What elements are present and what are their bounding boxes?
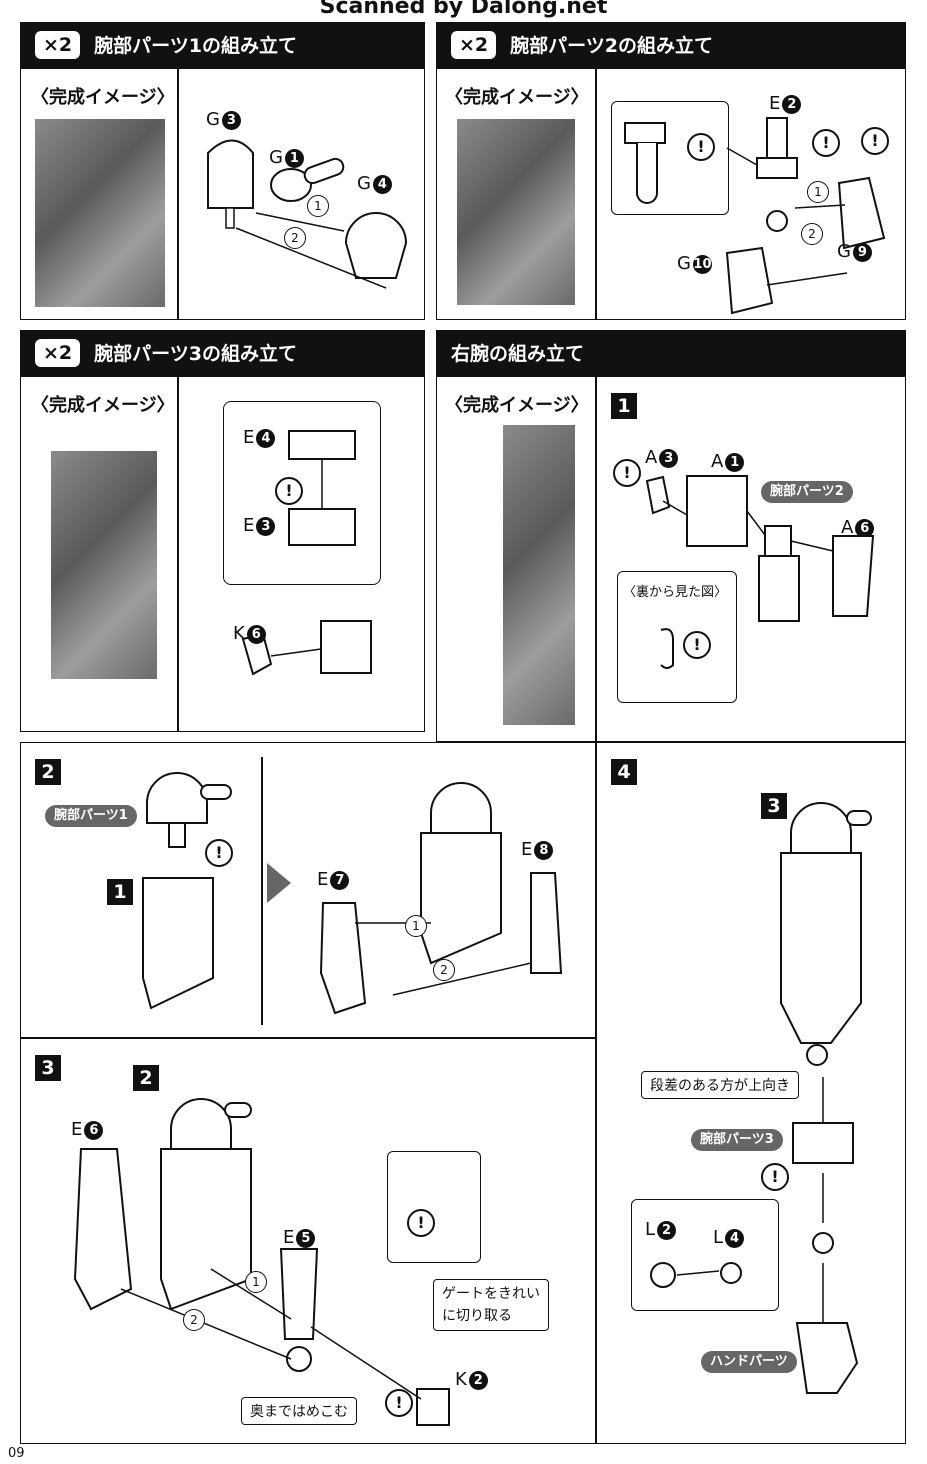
part-pill-arm-part-2: 腕部パーツ2	[761, 481, 853, 503]
l-parts-diagram	[650, 1262, 742, 1288]
warning-icon: !	[761, 1163, 789, 1191]
page-number: 09	[8, 1446, 25, 1461]
section-header: 右腕の組み立て	[437, 331, 905, 377]
quantity-badge: ×2	[35, 338, 81, 367]
push-in-note: 奥まではめこむ	[241, 1397, 357, 1425]
step4-diagram	[780, 802, 872, 1394]
divider	[261, 757, 263, 1025]
section-title: 腕部パーツ1の組み立て	[94, 35, 297, 57]
warning-icon: !	[683, 631, 711, 659]
quantity-badge: ×2	[35, 30, 81, 59]
detail-callout	[387, 1151, 481, 1263]
complete-image-label: 〈完成イメージ〉	[31, 87, 175, 108]
step-ref-badge: 3	[761, 793, 787, 819]
warning-icon: !	[613, 459, 641, 487]
back-view-label: 〈裏から見た図〉	[623, 585, 728, 600]
part-pill-hand-parts: ハンドパーツ	[701, 1351, 797, 1373]
divider	[177, 69, 179, 319]
complete-image-label: 〈完成イメージ〉	[445, 87, 589, 108]
complete-image-photo	[51, 451, 157, 679]
arm-part-2-diagram	[624, 117, 886, 315]
step-marker-2: 2	[183, 1309, 205, 1331]
section-header: ×2 腕部パーツ3の組み立て	[21, 331, 424, 377]
complete-image-photo	[457, 119, 575, 305]
step-marker-1: 1	[405, 915, 427, 937]
gate-cut-note: ゲートをきれい に切り取る	[433, 1279, 549, 1331]
step-marker-2: 2	[284, 227, 306, 249]
step-number: 3	[35, 1055, 61, 1081]
step-marker-1: 1	[245, 1271, 267, 1293]
divider	[595, 377, 597, 741]
complete-image-photo	[35, 119, 165, 307]
step-number: 2	[35, 759, 61, 785]
step1-diagram	[645, 475, 875, 622]
back-view-box	[617, 571, 737, 703]
complete-image-photo	[503, 425, 575, 725]
watermark: Scanned by Dalong.net	[319, 0, 608, 19]
detail-callout	[631, 1199, 779, 1311]
step-marker-1: 1	[807, 181, 829, 203]
part-pill-arm-part-1: 腕部パーツ1	[45, 805, 137, 827]
warning-icon: !	[861, 127, 889, 155]
step-marker-2: 2	[433, 959, 455, 981]
step2-diagram	[142, 772, 563, 1015]
step-ref-badge: 1	[107, 879, 133, 905]
warning-icon: !	[275, 477, 303, 505]
step-number: 1	[611, 393, 637, 419]
warning-icon: !	[385, 1389, 413, 1417]
step-ref-badge: 2	[133, 1065, 159, 1091]
complete-image-label: 〈完成イメージ〉	[31, 395, 175, 416]
section-header: ×2 腕部パーツ2の組み立て	[437, 23, 905, 69]
step-number: 4	[611, 759, 637, 785]
detail-callout	[223, 401, 381, 585]
complete-image-label: 〈完成イメージ〉	[445, 395, 589, 416]
warning-icon: !	[812, 129, 840, 157]
step-marker-2: 2	[801, 223, 823, 245]
step3-diagram	[73, 1098, 450, 1426]
divider	[595, 69, 597, 319]
detail-callout	[611, 101, 729, 215]
section-title: 腕部パーツ3の組み立て	[94, 343, 297, 365]
section-title: 腕部パーツ2の組み立て	[510, 35, 713, 57]
warning-icon: !	[407, 1209, 435, 1237]
step-direction-note: 段差のある方が上向き	[641, 1071, 799, 1099]
part-pill-arm-part-3: 腕部パーツ3	[691, 1129, 783, 1151]
section-title: 右腕の組み立て	[451, 343, 585, 365]
quantity-badge: ×2	[451, 30, 497, 59]
section-header: ×2 腕部パーツ1の組み立て	[21, 23, 424, 69]
step-marker-1: 1	[307, 195, 329, 217]
divider	[177, 377, 179, 731]
arm-part-1-diagram	[207, 139, 408, 289]
warning-icon: !	[687, 133, 715, 161]
warning-icon: !	[205, 839, 233, 867]
arm-part-3-diagram	[241, 430, 372, 676]
back-view-part	[660, 628, 674, 669]
